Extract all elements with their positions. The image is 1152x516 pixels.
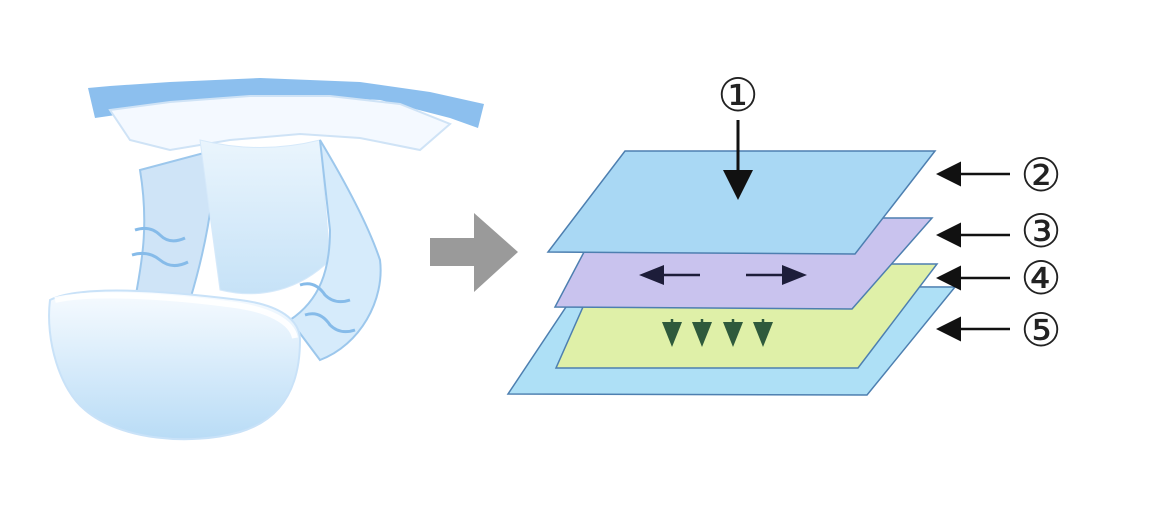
absorption-arrows — [662, 319, 773, 347]
label-4: ④ — [1020, 251, 1061, 305]
diaper-back-panel — [108, 95, 452, 152]
label-5: ⑤ — [1020, 303, 1061, 357]
diaper-ruffles — [131, 226, 356, 334]
diaper-waistband — [88, 78, 484, 128]
right-arrow-icon — [430, 213, 518, 292]
label-2-group: ② — [936, 148, 1062, 202]
label-5-group: ⑤ — [936, 303, 1062, 357]
diaper-illustration — [48, 78, 484, 441]
label-1-group: ① — [717, 68, 759, 200]
label-3: ③ — [1020, 204, 1061, 258]
layer-2-shape — [546, 150, 937, 255]
diaper-right-cuff — [288, 139, 382, 362]
label-3-group: ③ — [936, 204, 1062, 258]
diaper-front-cup — [48, 289, 302, 441]
diaper-body — [199, 139, 331, 295]
label-4-group: ④ — [936, 251, 1062, 305]
diaper-left-cuff — [133, 148, 217, 301]
label-1: ① — [717, 68, 758, 122]
diaper-front-rim — [54, 292, 298, 339]
right-arrow-shape — [430, 213, 518, 292]
layer-2-sheet — [546, 150, 937, 255]
label-2: ② — [1020, 148, 1061, 202]
